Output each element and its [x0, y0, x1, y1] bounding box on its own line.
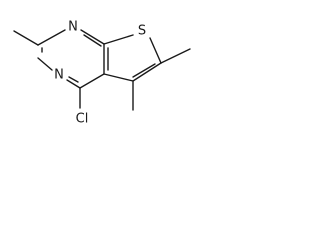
atom-label-s: S	[138, 24, 146, 39]
bond-c8a-c4	[79, 73, 105, 89]
bond-c4-n1	[66, 79, 81, 89]
bond-n3-c4a	[80, 29, 105, 45]
atom-label-cl: Cl	[76, 112, 89, 127]
atom-labels: N N S Cl	[54, 20, 146, 127]
molecule-structure-diagram: N N S Cl	[13, 20, 191, 127]
bond-s-c6	[149, 37, 162, 64]
bond-c6-c5	[132, 62, 162, 82]
atom-label-n-left: N	[54, 68, 64, 83]
bond-c4a-s	[103, 34, 134, 45]
bond-c6-c5-inner	[132, 63, 156, 78]
bond-c2-n3-top	[37, 29, 66, 46]
bond-c2-methyl	[13, 30, 39, 46]
bond-n1-c2	[37, 57, 53, 71]
bonds	[13, 29, 191, 111]
bond-c4-n1-inner	[68, 76, 79, 83]
bond-c5-c8a	[103, 73, 134, 82]
bond-c6-methyl	[160, 48, 191, 64]
bond-n3-c4a-inner	[83, 34, 102, 47]
atom-label-n-top: N	[68, 20, 78, 35]
